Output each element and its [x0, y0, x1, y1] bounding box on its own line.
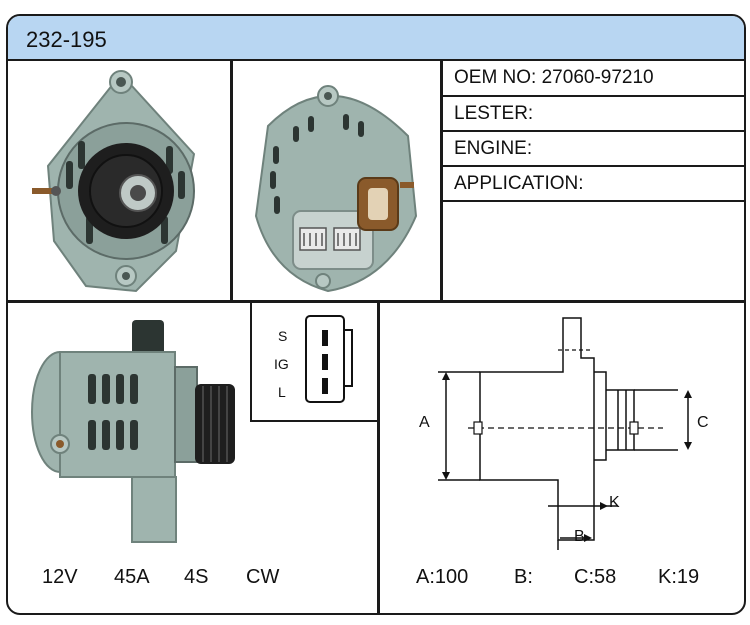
- amperage-rating: 45A: [114, 566, 150, 588]
- divider: [8, 300, 744, 303]
- spec-row-oem: OEM NO: 27060-97210: [442, 59, 744, 97]
- alternator-side-photo: [31, 320, 235, 543]
- part-number-title: 232-195: [26, 27, 107, 52]
- alternator-front-photo: [32, 70, 196, 293]
- spec-row-engine: ENGINE:: [442, 132, 744, 167]
- dim-value-k: K:19: [658, 566, 700, 588]
- rotation-direction: CW: [246, 566, 280, 588]
- application-label: APPLICATION:: [454, 173, 584, 194]
- alternator-rear-photo: [254, 85, 418, 293]
- dim-label-a: A: [419, 414, 430, 431]
- voltage-rating: 12V: [42, 566, 78, 588]
- dimension-drawing: [438, 317, 692, 550]
- dim-value-a: A:100: [416, 566, 469, 588]
- header-bar: 232-195: [8, 16, 744, 61]
- dim-label-c: C: [697, 414, 709, 431]
- dim-label-k: K: [609, 494, 620, 511]
- divider: [230, 59, 233, 302]
- pin-label-ig: IG: [274, 356, 289, 372]
- dim-value-b: B:: [514, 566, 533, 588]
- connector-box-border: [250, 302, 252, 422]
- spec-row-application: APPLICATION:: [442, 167, 744, 202]
- pulley-grooves: 4S: [184, 566, 209, 588]
- connector-plug-icon: [305, 315, 353, 403]
- dim-value-c: C:58: [574, 566, 617, 588]
- pin-label-s: S: [278, 328, 288, 344]
- spec-row-lester: LESTER:: [442, 97, 744, 132]
- engine-label: ENGINE:: [454, 138, 533, 159]
- divider: [440, 59, 443, 302]
- oem-number-label: OEM NO: 27060-97210: [454, 67, 654, 88]
- product-card: 232-195 OEM NO: 27060-97210 LESTER: ENGI…: [6, 14, 746, 615]
- connector-box-border: [250, 420, 379, 422]
- pin-label-l: L: [278, 384, 286, 400]
- divider: [377, 302, 380, 613]
- lester-label: LESTER:: [454, 103, 534, 124]
- dim-label-b: B: [574, 528, 585, 545]
